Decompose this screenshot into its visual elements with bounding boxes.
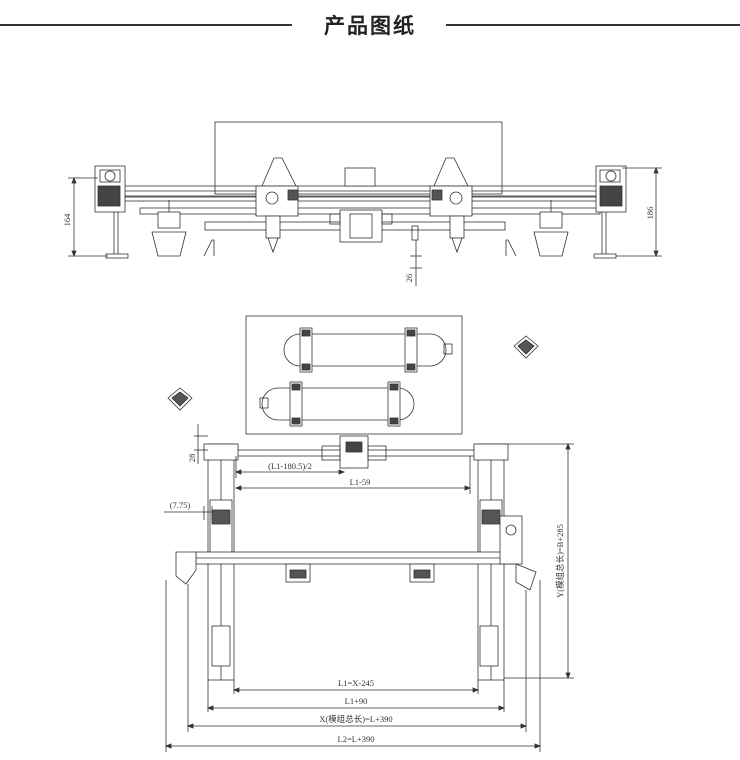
workpiece-upper xyxy=(283,327,453,373)
front-right-end xyxy=(595,165,627,213)
top-work-plate xyxy=(245,315,463,435)
dim-186-label: 186 xyxy=(645,207,655,220)
top-main-gantry xyxy=(175,515,537,591)
dim-left-height: 164 xyxy=(62,176,108,258)
dim-side-offset-label: (7.75) xyxy=(170,500,191,510)
header-rule-left xyxy=(0,24,292,26)
dim-bottom-stack: L1=X-245 L1+90 X(模组总长)=L+390 L2=L+390 xyxy=(164,580,542,752)
front-plate xyxy=(214,121,503,195)
top-center-carriage xyxy=(321,435,387,469)
dim-l2-label: L2=L+390 xyxy=(338,734,375,744)
dim-164-label: 164 xyxy=(62,213,72,227)
dim-28-label: 28 xyxy=(187,454,197,463)
top-view: 28 (L1-180.5)/2 L1-59 (7.75) xyxy=(164,315,574,752)
front-view: 164 186 26 xyxy=(62,121,662,286)
front-left-end xyxy=(94,165,126,213)
fixture-upper-left xyxy=(167,387,193,411)
dim-x-total-label: X(模组总长)=L+390 xyxy=(319,714,392,724)
dim-l1-minus-59-label: L1-59 xyxy=(350,477,371,487)
dim-half-span-label: (L1-180.5)/2 xyxy=(268,461,312,471)
dim-26-label: 26 xyxy=(404,274,414,283)
dim-half-span: (L1-180.5)/2 xyxy=(234,456,346,478)
section-title: 产品图纸 xyxy=(324,14,416,38)
front-right-motor xyxy=(533,200,569,257)
header-rule-right xyxy=(446,24,740,26)
dim-bottom-offset: 26 xyxy=(404,240,422,286)
dim-l1-x-label: L1=X-245 xyxy=(338,678,374,688)
fixture-upper-right xyxy=(513,335,539,359)
dim-side-offset: (7.75) xyxy=(164,500,213,520)
front-right-head xyxy=(429,157,473,254)
front-bracket-left xyxy=(203,239,215,257)
dim-l1-minus-59: L1-59 xyxy=(234,456,472,494)
dim-y-length: Y(模组总长)=B+285 xyxy=(504,442,574,680)
dim-y-length-label: Y(模组总长)=B+285 xyxy=(555,524,565,598)
front-left-leg xyxy=(105,212,129,259)
dim-l1-plus-label: L1+90 xyxy=(345,696,368,706)
dim-top-offset: 28 xyxy=(187,424,208,464)
front-right-leg xyxy=(593,212,617,259)
workpiece-lower xyxy=(259,381,415,427)
front-rail-lower xyxy=(104,196,626,202)
front-bracket-right xyxy=(505,239,517,257)
section-header: 产品图纸 xyxy=(0,0,740,52)
front-left-motor xyxy=(151,200,187,257)
dim-right-height: 186 xyxy=(616,166,662,258)
front-left-head xyxy=(255,157,299,254)
front-center-carriage xyxy=(329,167,419,243)
